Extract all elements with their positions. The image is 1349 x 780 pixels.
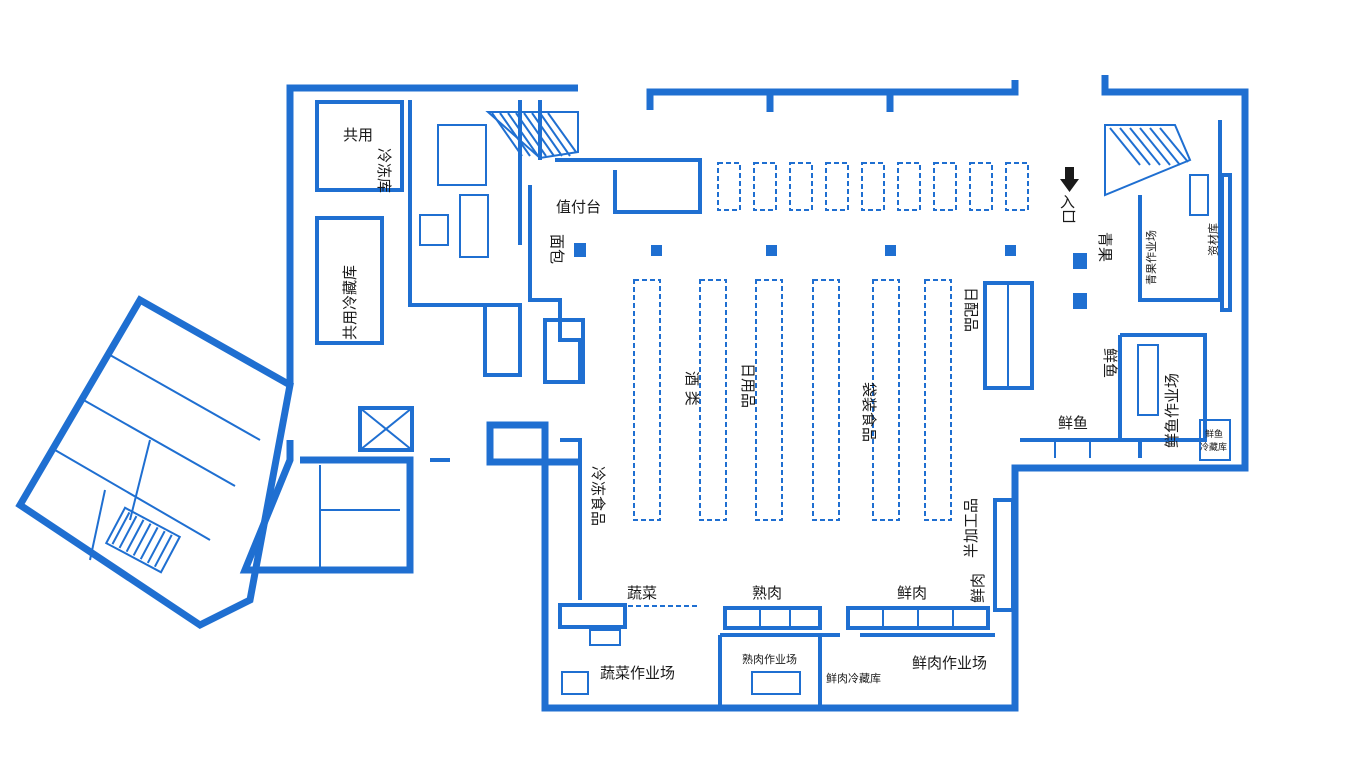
label-meat-workshop: 鲜肉作业场 (912, 654, 987, 672)
gondola-aisles (633, 279, 952, 521)
label-produce: 青果 (1096, 232, 1114, 262)
shared-cold-storage-room (315, 216, 384, 345)
supplies-shelf (1220, 173, 1232, 312)
label-cooked-meat-workshop: 熟肉作业场 (742, 652, 797, 666)
label-fish-workshop: 鲜鱼作业场 (1163, 373, 1181, 448)
shared-freezer-room (315, 100, 404, 192)
label-meat-cold-storage: 鲜肉冷藏库 (826, 671, 881, 685)
label-vegetable-workshop: 蔬菜作业场 (600, 664, 675, 682)
label-fish-cold-2: 冷藏库 (1200, 441, 1227, 453)
bottom-counters (558, 438, 1015, 708)
label-shared-freezer-2: 冷冻库 (375, 148, 393, 193)
label-fresh-meat: 鲜肉 (897, 584, 927, 602)
label-fresh-fish-front: 鲜鱼 (1058, 414, 1088, 432)
label-bread: 面包 (548, 234, 566, 264)
label-liquor: 酒 类 (683, 371, 701, 406)
label-fish-cold-1: 鲜鱼 (1205, 428, 1223, 440)
label-semi-processed: 半加工品 (962, 498, 980, 558)
label-frozen-food: 冷冻食品 (589, 466, 607, 526)
label-entrance-2: 口 (1060, 209, 1078, 224)
label-shared-cold-storage: 共用冷藏库 (341, 265, 359, 340)
right-back-rooms (1020, 120, 1231, 461)
label-service-counter: 值付台 (556, 198, 601, 216)
left-annex (15, 295, 294, 630)
label-produce-workshop: 青果作业场 (1144, 230, 1158, 285)
label-vegetables: 蔬菜 (627, 584, 657, 602)
sales-floor-walls (486, 75, 1249, 712)
label-fresh-fish-side: 鲜鱼 (1101, 348, 1119, 378)
label-cooked-meat: 熟肉 (752, 584, 782, 602)
label-daily-goods: 日配品 (962, 287, 980, 332)
label-shared-freezer-1: 共用 (343, 126, 373, 144)
top-display-fixtures (717, 162, 1029, 211)
label-entrance-1: 入 (1060, 193, 1075, 211)
arrow-down-icon (1060, 167, 1079, 192)
label-fresh-meat-side: 鲜肉 (969, 573, 987, 603)
label-supplies-storage: 资材库 (1206, 223, 1220, 256)
label-packaged-food: 袋装食品 (860, 382, 878, 442)
back-of-house-walls (239, 84, 702, 574)
label-household: 日用品 (739, 363, 757, 408)
structural-columns (574, 243, 1087, 309)
